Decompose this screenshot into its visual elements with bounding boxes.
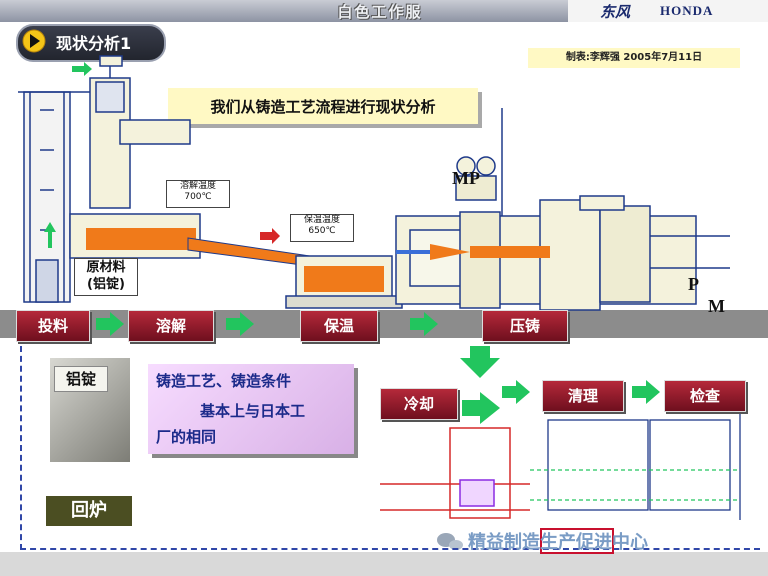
- hold-temperature-callout: 保温温度 650℃: [290, 214, 354, 242]
- footer-bar: [0, 552, 768, 576]
- note-line-3: 厂的相同: [156, 428, 217, 446]
- brand-name-logo: HONDA: [660, 3, 714, 18]
- stage-die-casting: 压铸: [482, 310, 568, 342]
- charging-tower: [18, 91, 90, 303]
- hold-temp-value: 650℃: [308, 226, 336, 236]
- die-casting-machine: [395, 108, 730, 311]
- section-title: 现状分析1: [56, 34, 132, 53]
- flow-arrows-bottom: [462, 380, 660, 424]
- flow-arrow-icon: [502, 380, 530, 404]
- flow-arrow-icon: [96, 312, 124, 336]
- up-arrow-icon: [44, 222, 56, 248]
- watermark-highlight-box: [540, 528, 614, 554]
- stage-cooling: 冷却: [380, 388, 458, 420]
- stage-trimming: 清理: [542, 380, 624, 412]
- flow-arrow-icon: [632, 380, 660, 404]
- red-arrow-icon: [260, 228, 280, 244]
- brand-box: [568, 0, 768, 22]
- holding-furnace: [285, 255, 403, 309]
- note-line-2: 基本上与日本工: [200, 402, 306, 420]
- flow-arrow-icon: [226, 312, 254, 336]
- flow-arrow-icon: [462, 392, 500, 424]
- down-arrow-icon: [460, 346, 500, 378]
- melt-temp-title: 溶解温度: [179, 181, 216, 191]
- raw-material-line2: (铝锭): [87, 277, 125, 292]
- watermark-text: 精益制造生产促进中心: [468, 532, 648, 553]
- mp-label: MP: [452, 168, 480, 188]
- cooling-line: [380, 427, 530, 519]
- raw-material-callout: 原材料 (铝锭): [74, 258, 138, 296]
- hold-temp-title: 保温温度: [303, 215, 340, 225]
- return-loop-border: [20, 346, 760, 550]
- stage-holding: 保温: [300, 310, 378, 342]
- stage-inspection: 检查: [664, 380, 746, 412]
- right-arrow-icon: [72, 62, 92, 76]
- wechat-icon: [437, 533, 463, 550]
- banner-title: 白色工作服: [337, 3, 423, 21]
- melt-temp-value: 700℃: [184, 192, 212, 202]
- melt-temperature-callout: 溶解温度 700℃: [166, 180, 230, 208]
- molten-launder: [187, 237, 311, 267]
- stage-charging: 投料: [16, 310, 90, 342]
- return-to-furnace-label: 回炉: [46, 496, 132, 526]
- brand-kanji-logo: 东风: [600, 3, 631, 21]
- note-line-1: 铸造工艺、铸造条件: [156, 372, 292, 390]
- stage-melting: 溶解: [128, 310, 214, 342]
- author-date: 制表:李辉强 2005年7月11日: [528, 48, 740, 68]
- p-label: P: [688, 274, 699, 294]
- melting-furnace: [69, 55, 201, 259]
- headline-box: [168, 88, 478, 124]
- m-label: M: [708, 296, 725, 316]
- flow-arrows-top: [96, 312, 438, 336]
- play-icon: [22, 29, 46, 53]
- headline: 我们从铸造工艺流程进行现状分析: [210, 98, 436, 116]
- trimming-inspection-line: [530, 410, 741, 520]
- raw-material-line1: 原材料: [86, 260, 126, 275]
- note-box: [148, 364, 354, 454]
- flow-arrow-icon: [410, 312, 438, 336]
- ingot-label: 铝锭: [54, 366, 108, 392]
